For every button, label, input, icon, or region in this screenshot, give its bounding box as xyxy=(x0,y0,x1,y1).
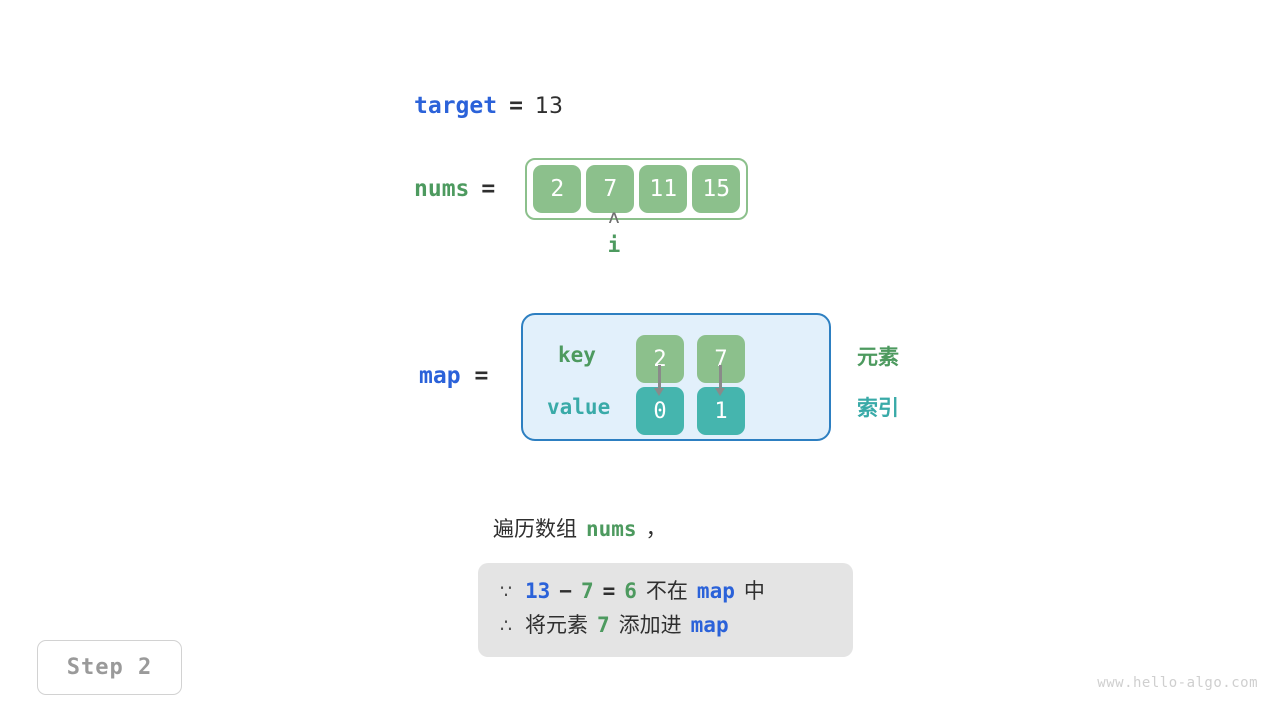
map-label: map xyxy=(419,363,461,389)
caret-up-icon: ʌ xyxy=(608,206,620,228)
nums-equals-sign: = xyxy=(481,176,496,202)
target-label: target xyxy=(414,93,498,119)
reason1-target: 13 xyxy=(525,579,551,603)
map-arrow-icon-1 xyxy=(715,365,725,396)
nums-cell-2: 11 xyxy=(639,165,688,213)
reason1-equals: = xyxy=(602,579,616,603)
map-container: key value 2 7 0 1 xyxy=(521,313,831,441)
target-value: 13 xyxy=(534,94,563,119)
map-side-note-index: 索引 xyxy=(857,396,899,420)
narration-suffix: ， xyxy=(645,517,667,541)
step-badge: Step 2 xyxy=(37,640,182,695)
reasoning-line-1: ∵ 13 − 7 = 6 不在 map 中 xyxy=(500,575,831,609)
narration-prefix: 遍历数组 xyxy=(493,517,577,541)
nums-array-container: 2 7 11 15 xyxy=(525,158,749,220)
nums-cell-1: 7 xyxy=(586,165,635,213)
therefore-symbol: ∴ xyxy=(500,615,513,637)
nums-cell-0: 2 xyxy=(533,165,582,213)
reason1-minus: − xyxy=(559,579,572,603)
narration-array-name: nums xyxy=(586,517,637,541)
reason2-map-name: map xyxy=(690,613,729,637)
nums-cell-3: 15 xyxy=(692,165,741,213)
map-equals-sign: = xyxy=(474,363,489,389)
reason2-element: 7 xyxy=(597,613,610,637)
map-side-note-element: 元素 xyxy=(857,345,899,369)
reason1-map-name: map xyxy=(696,579,735,603)
watermark: www.hello-algo.com xyxy=(1097,675,1258,691)
reason1-result: 6 xyxy=(624,579,637,603)
reason2-text-start: 将元素 xyxy=(525,613,588,637)
reason1-element: 7 xyxy=(580,579,594,603)
loop-pointer: ʌ i xyxy=(591,206,637,258)
narration-line: 遍历数组 nums ， xyxy=(493,513,667,543)
map-grid: key value 2 7 0 1 xyxy=(523,315,829,439)
map-label-row: map = xyxy=(419,363,488,389)
map-arrow-icon-0 xyxy=(654,365,664,396)
nums-label: nums xyxy=(414,176,470,202)
pointer-label: i xyxy=(607,233,621,257)
reasoning-box: ∵ 13 − 7 = 6 不在 map 中 ∴ 将元素 7 添加进 map xyxy=(478,563,853,657)
target-row: target = 13 xyxy=(414,93,563,119)
because-symbol: ∵ xyxy=(500,581,513,603)
reason1-text-mid: 不在 xyxy=(645,579,688,603)
map-row-label-value: value xyxy=(547,395,611,419)
reason1-text-end: 中 xyxy=(743,579,765,603)
nums-row: nums = 2 7 11 15 xyxy=(414,158,749,220)
target-equals-sign: = xyxy=(509,93,523,119)
map-row-label-key: key xyxy=(558,343,596,367)
reasoning-line-2: ∴ 将元素 7 添加进 map xyxy=(500,609,831,643)
reason2-text-mid: 添加进 xyxy=(618,613,682,637)
